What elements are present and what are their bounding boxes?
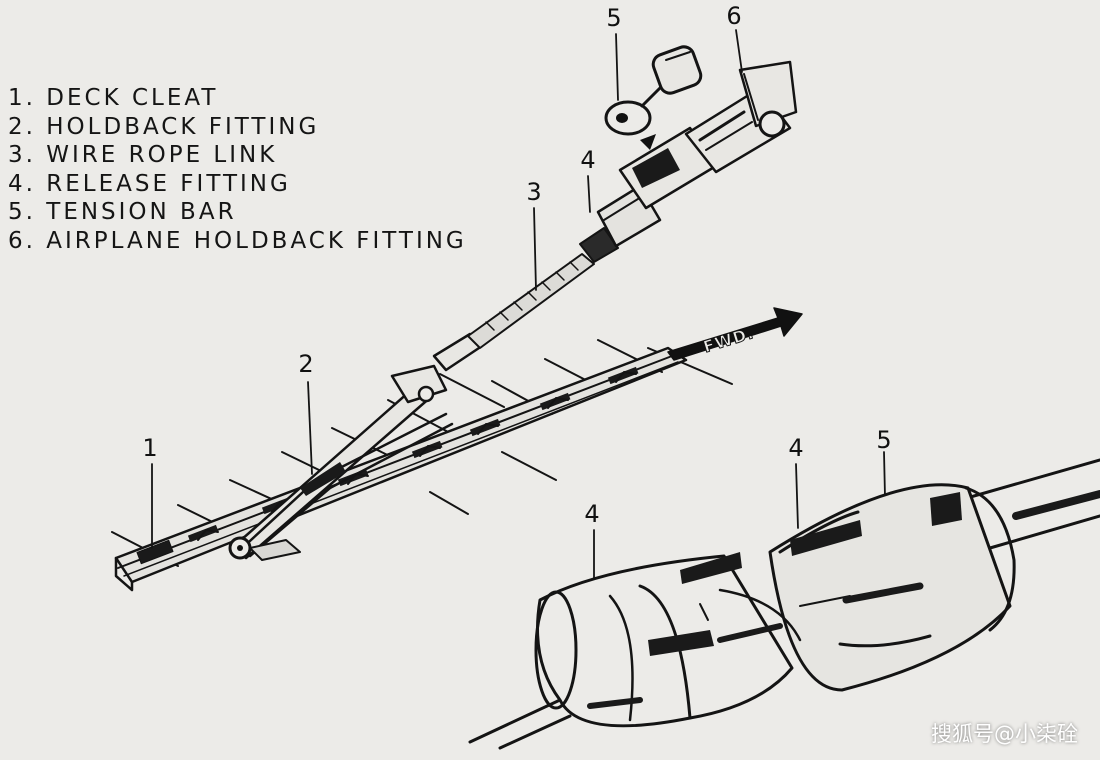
callout-5-detail: 5 <box>876 426 892 454</box>
legend-item: 1. DECK CLEAT <box>8 85 219 111</box>
airplane-holdback-fitting <box>738 60 798 138</box>
fwd-label: FWD. <box>701 323 756 356</box>
forward-arrow: FWD. <box>667 307 803 361</box>
legend-item: 5. TENSION BAR <box>8 199 237 226</box>
callout-5-top: 5 <box>606 4 622 32</box>
legend-item: 6. AIRPLANE HOLDBACK FITTING <box>8 227 467 254</box>
wire-rope-link <box>432 227 619 372</box>
release-detail-view <box>468 458 1100 750</box>
holdback-fitting <box>228 364 454 561</box>
callout-4-detail-left: 4 <box>584 500 600 528</box>
parts-legend: 1. DECK CLEAT 2. HOLDBACK FITTING 3. WIR… <box>8 84 467 256</box>
callout-2: 2 <box>298 350 314 378</box>
callout-3: 3 <box>526 178 542 206</box>
legend-item: 3. WIRE ROPE LINK <box>8 142 278 169</box>
legend-item: 4. RELEASE FITTING <box>8 170 291 197</box>
callout-4-detail-right: 4 <box>788 434 804 462</box>
callout-6-top: 6 <box>726 2 742 30</box>
callout-1: 1 <box>142 434 158 462</box>
tension-bar <box>604 45 703 150</box>
watermark: 搜狐号@小柒硂 <box>931 722 1078 746</box>
legend-item: 2. HOLDBACK FITTING <box>8 113 320 140</box>
callout-4-top: 4 <box>580 146 596 174</box>
